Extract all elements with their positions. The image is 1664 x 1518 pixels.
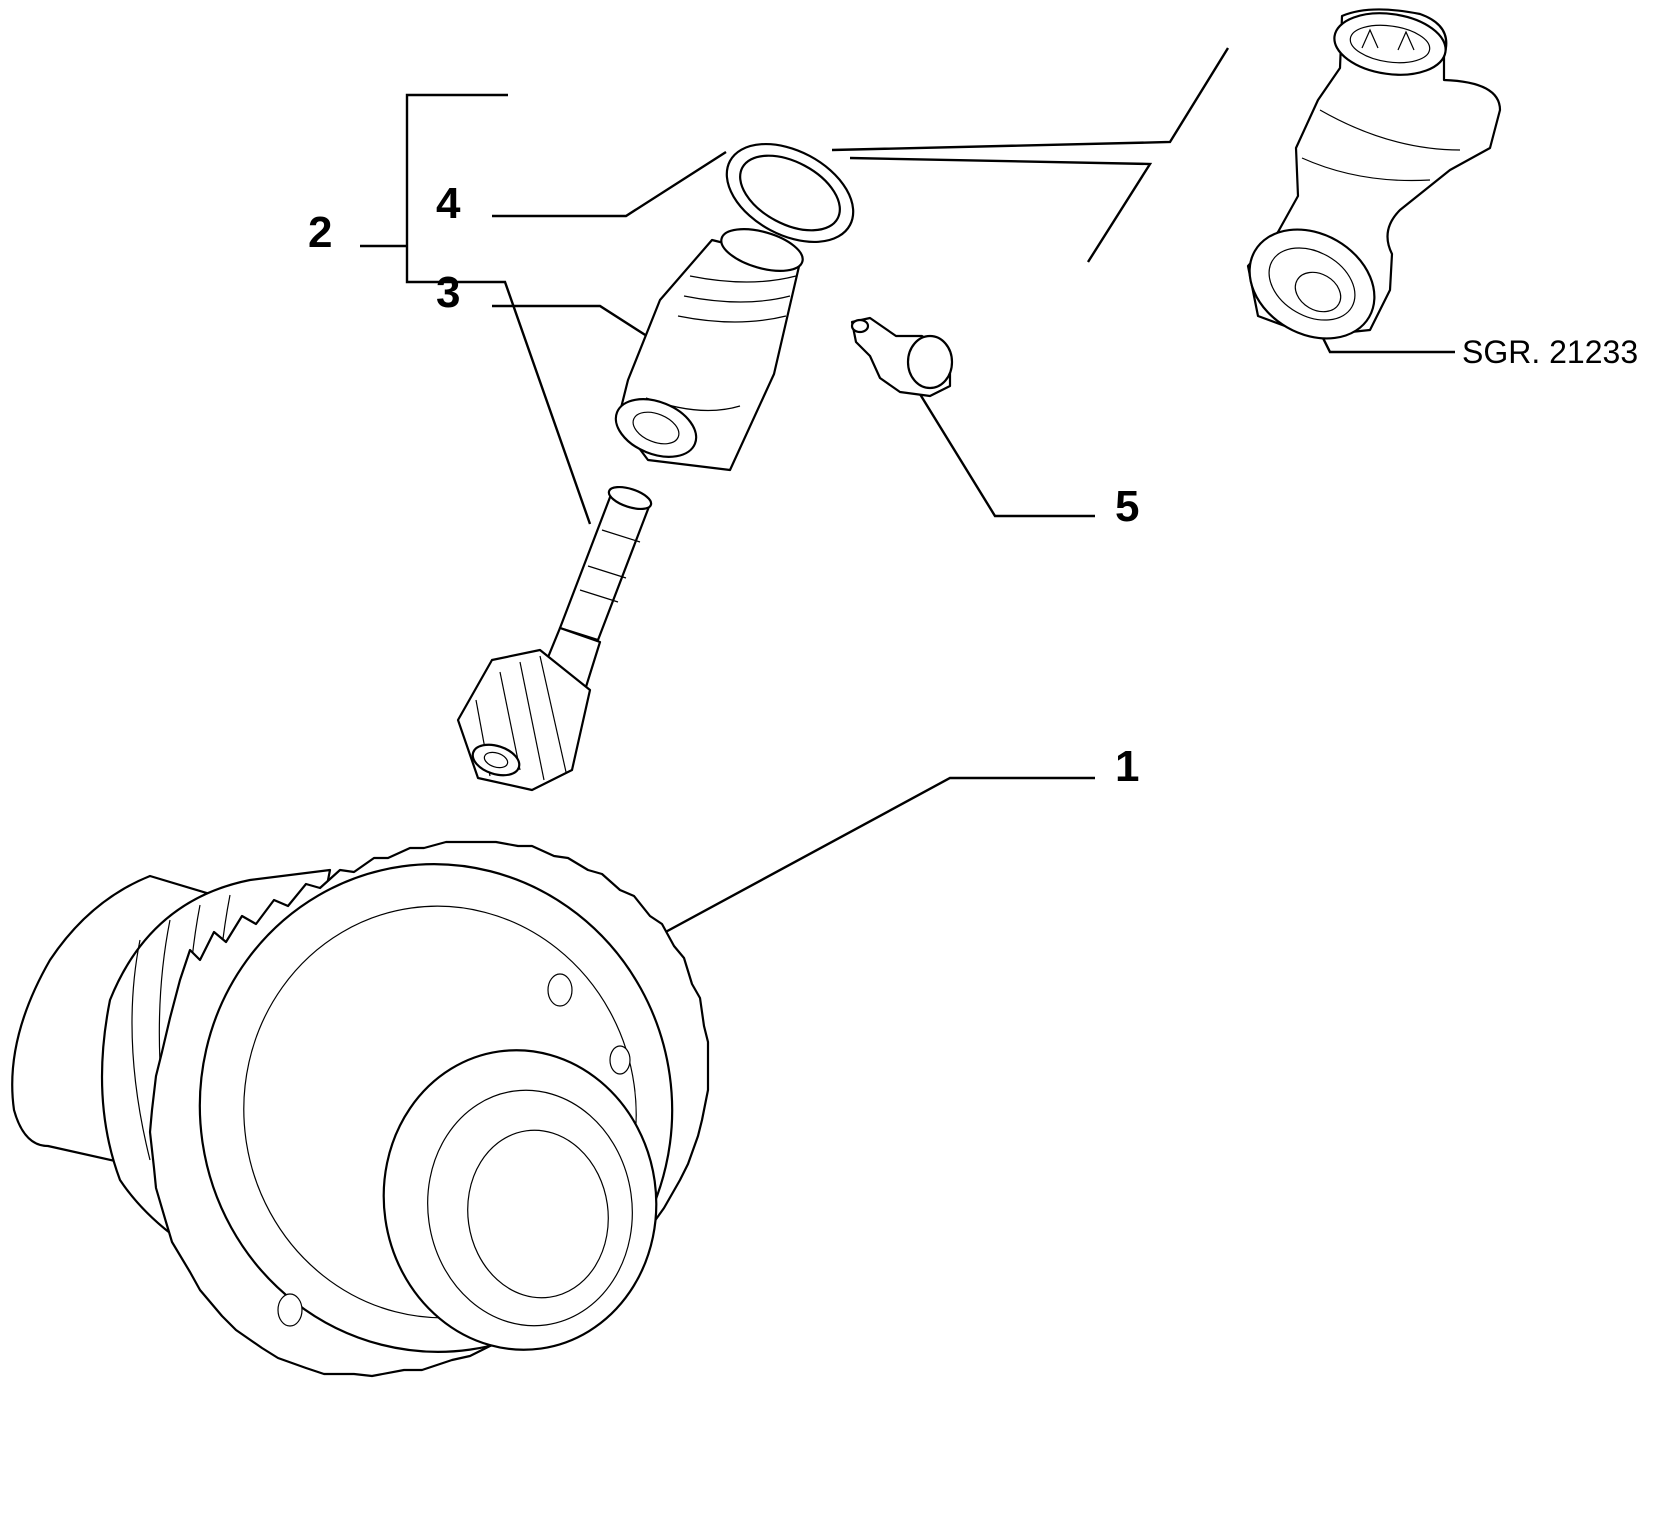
seal-ring: [725, 142, 855, 244]
differential-assembly: [11, 840, 710, 1378]
callout-4: 4: [436, 179, 461, 228]
speed-sensor: [1246, 8, 1502, 340]
callout-2: 2: [308, 208, 332, 257]
reference-code: SGR. 21233: [1462, 334, 1638, 370]
leader-3: [492, 304, 651, 340]
group-2-bracket: [405, 93, 592, 525]
leader-5: [913, 385, 1095, 518]
callout-1: 1: [1115, 742, 1139, 791]
alternative-line-lower: [849, 156, 1153, 263]
screw: [850, 316, 954, 398]
leader-1: [635, 776, 1095, 950]
leader-lines: [360, 47, 1455, 950]
sleeve: [614, 228, 804, 472]
alternative-line-upper: [831, 47, 1230, 152]
callout-3: 3: [436, 268, 460, 317]
pinion-shaft: [456, 485, 653, 792]
leader-4: [492, 150, 727, 218]
callout-5: 5: [1115, 482, 1139, 531]
